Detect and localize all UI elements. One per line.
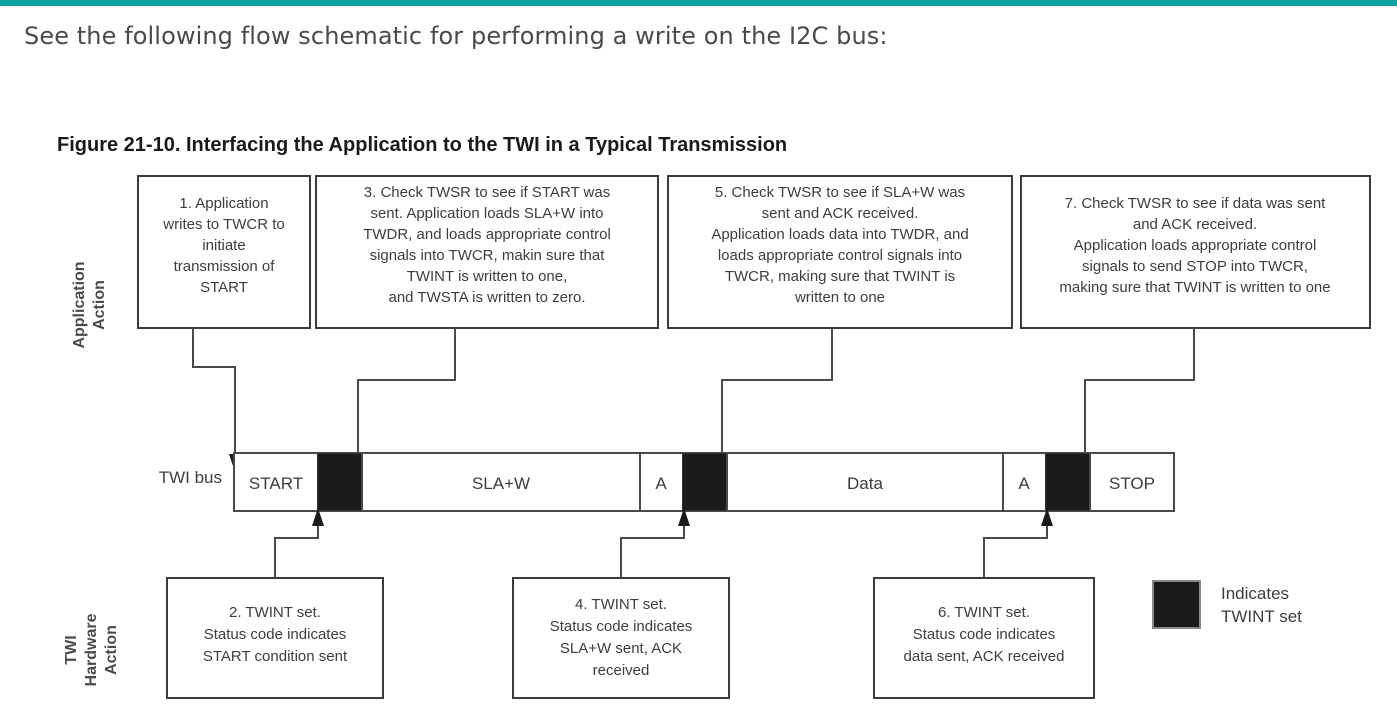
bus-segment-sla-w-frame (361, 452, 641, 512)
twi-transmission-schematic: Application Action TWI Hardware Action 1… (63, 175, 1371, 699)
bus-segment-sla-w[interactable]: SLA+W (361, 452, 641, 512)
box-3-line-4: signals into TWCR, makin sure that (370, 247, 606, 264)
intro-paragraph: See the following flow schematic for per… (24, 22, 888, 50)
box-5-line-6: written to one (794, 289, 885, 306)
box-1-line-5: START (200, 279, 248, 296)
legend-line-2: TWINT set (1221, 607, 1302, 626)
figure-container: Figure 21-10. Interfacing the Applicatio… (0, 120, 1397, 720)
box-7-line-1: 7. Check TWSR to see if data was sent (1065, 195, 1327, 212)
box-7-line-5: making sure that TWINT is written to one (1059, 279, 1330, 296)
box-4-line-1: 4. TWINT set. (575, 596, 667, 613)
arrow-up-6-icon (1041, 508, 1053, 526)
connector-box4-to-bus (620, 508, 690, 578)
bus-segment-data-label: Data (847, 474, 883, 493)
hardware-action-box-2[interactable]: 2. TWINT set. Status code indicates STAR… (166, 577, 384, 699)
connector-box3-to-bus (352, 328, 456, 472)
bus-segment-ack-1-label: A (655, 474, 667, 493)
hardware-action-box-6[interactable]: 6. TWINT set. Status code indicates data… (873, 577, 1095, 699)
box-4-line-4: received (593, 662, 650, 679)
box-5-line-3: Application loads data into TWDR, and (711, 226, 968, 243)
top-accent-bar (0, 0, 1397, 6)
bus-segment-data[interactable]: Data (726, 452, 1004, 512)
bus-segment-ack-2-label: A (1018, 474, 1030, 493)
side-label-twi-hardware-action: TWI Hardware Action (63, 613, 120, 686)
box-5-frame (667, 175, 1013, 329)
bus-segment-ack-1[interactable]: A (639, 452, 684, 512)
box-5-line-4: loads appropriate control signals into (718, 247, 962, 264)
application-action-box-1[interactable]: 1. Application writes to TWCR to initiat… (137, 175, 311, 329)
box-3-line-2: sent. Application loads SLA+W into (370, 205, 603, 222)
box-1-line-4: transmission of (174, 258, 276, 275)
box-7-line-4: signals to send STOP into TWCR, (1082, 258, 1308, 275)
legend-twint-set: Indicates TWINT set (1152, 580, 1302, 629)
bus-segment-stop[interactable]: STOP (1089, 452, 1175, 512)
side-label-application-action: Application Action (71, 261, 108, 348)
box-7-line-2: and ACK received. (1133, 216, 1257, 233)
application-action-box-5[interactable]: 5. Check TWSR to see if SLA+W was sent a… (667, 175, 1013, 329)
box-6-line-1: 6. TWINT set. (938, 604, 1030, 621)
box-2-line-2: Status code indicates (204, 626, 347, 643)
box-5-line-5: TWCR, making sure that TWINT is (725, 268, 955, 285)
box-1-line-1: 1. Application (179, 195, 268, 212)
bus-segment-data-frame (726, 452, 1004, 512)
box-2-frame (166, 577, 384, 699)
twi-bus-row: TWI bus START SLA+W A (159, 452, 1175, 512)
twi-bus-row-label: TWI bus (159, 468, 222, 487)
bus-segment-start-label: START (249, 474, 303, 493)
box-6-line-2: Status code indicates (913, 626, 1056, 643)
side-label-application-line1: Application (71, 261, 88, 348)
box-4-line-2: Status code indicates (550, 618, 693, 635)
box-1-frame (137, 175, 311, 329)
figure-caption: Figure 21-10. Interfacing the Applicatio… (57, 134, 787, 157)
bus-segment-stop-frame (1089, 452, 1175, 512)
side-label-hardware-line2: Hardware (83, 613, 100, 686)
box-4-line-3: SLA+W sent, ACK (560, 640, 682, 657)
figure-caption-title: Interfacing the Application to the TWI i… (185, 134, 788, 156)
bus-segment-ack-2[interactable]: A (1002, 452, 1047, 512)
box-6-line-3: data sent, ACK received (904, 648, 1065, 665)
box-5-line-2: sent and ACK received. (762, 205, 919, 222)
figure-caption-label: Figure 21-10. (57, 134, 181, 156)
box-3-line-3: TWDR, and loads appropriate control (363, 226, 611, 243)
bus-segment-ack-2-frame (1002, 452, 1047, 512)
box-3-frame (315, 175, 659, 329)
hardware-action-box-4[interactable]: 4. TWINT set. Status code indicates SLA+… (512, 577, 730, 699)
bus-segment-sla-w-label: SLA+W (472, 474, 530, 493)
box-2-line-3: START condition sent (203, 648, 348, 665)
box-6-frame (873, 577, 1095, 699)
box-3-line-5: TWINT is written to one, (407, 268, 568, 285)
connector-box7-to-bus (1079, 328, 1195, 472)
connector-box5-to-bus (716, 328, 833, 472)
bus-segment-twint-3 (1045, 453, 1091, 511)
legend-swatch-twint (1152, 580, 1201, 629)
arrow-up-2-icon (312, 508, 324, 526)
side-label-application-line2: Action (91, 280, 108, 330)
box-1-line-3: initiate (202, 237, 245, 254)
arrow-up-4-icon (678, 508, 690, 526)
box-3-line-6: and TWSTA is written to zero. (388, 289, 585, 306)
bus-segment-start[interactable]: START (233, 452, 319, 512)
application-action-box-7[interactable]: 7. Check TWSR to see if data was sent an… (1020, 175, 1371, 329)
bus-segment-twint-2 (682, 453, 728, 511)
box-2-line-1: 2. TWINT set. (229, 604, 321, 621)
side-label-hardware-line3: Action (103, 625, 120, 675)
connector-box6-to-bus (983, 508, 1053, 578)
application-action-box-3[interactable]: 3. Check TWSR to see if START was sent. … (315, 175, 659, 329)
box-3-line-1: 3. Check TWSR to see if START was (364, 184, 610, 201)
legend-line-1: Indicates (1221, 584, 1289, 603)
box-5-line-1: 5. Check TWSR to see if SLA+W was (715, 184, 965, 201)
box-7-line-3: Application loads appropriate control (1074, 237, 1317, 254)
box-1-line-2: writes to TWCR to (162, 216, 284, 233)
bus-segment-stop-label: STOP (1109, 474, 1155, 493)
box-4-frame (512, 577, 730, 699)
box-7-frame (1020, 175, 1371, 329)
connector-box1-to-bus (192, 328, 241, 472)
side-label-hardware-line1: TWI (63, 635, 80, 664)
connector-box2-to-bus (274, 508, 324, 578)
bus-segment-twint-1 (317, 453, 363, 511)
